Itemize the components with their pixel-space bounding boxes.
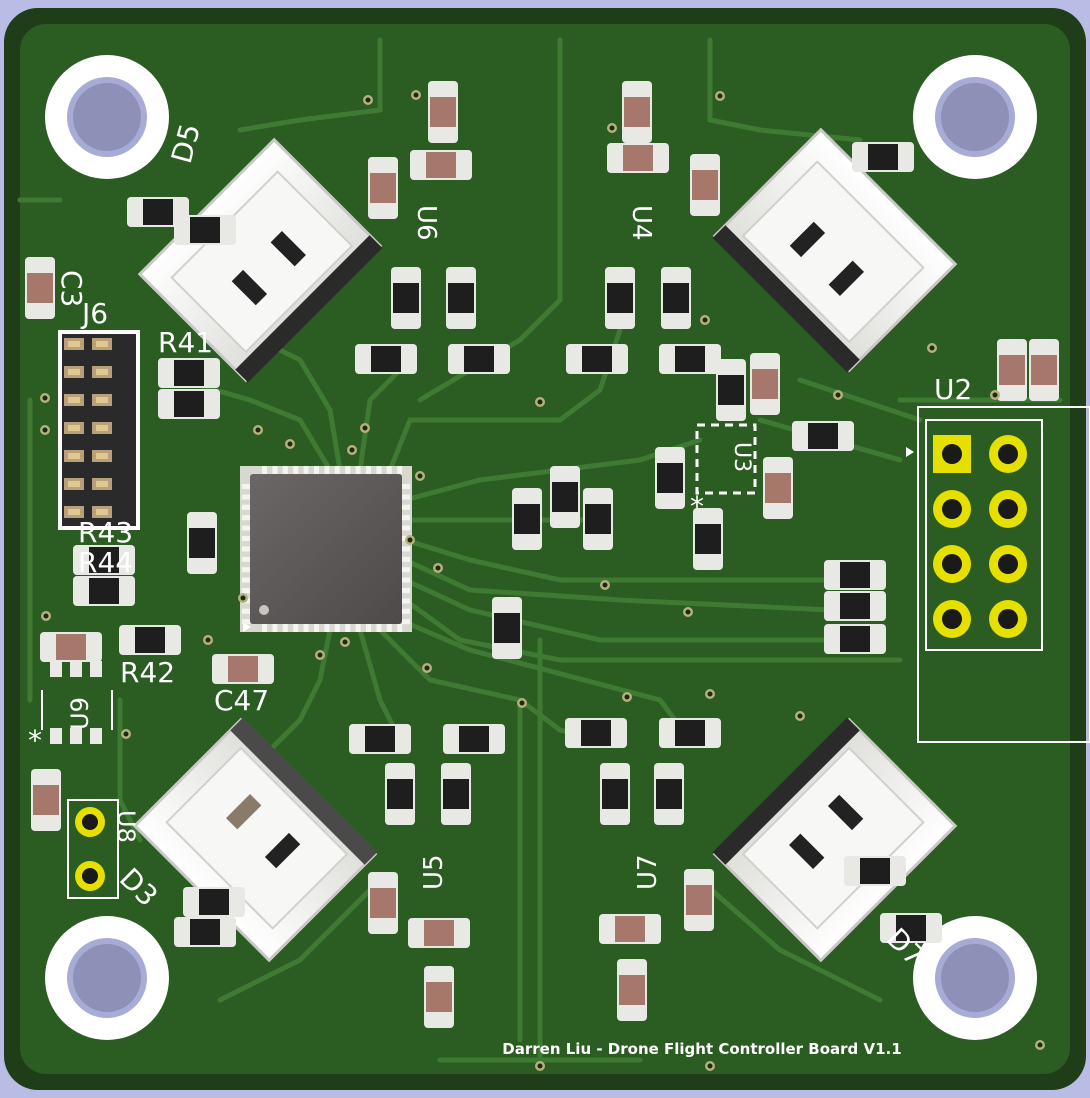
smd-part-36	[40, 632, 102, 662]
smd-part-7	[622, 81, 652, 143]
label-u6: U6	[411, 205, 441, 241]
smd-part-3	[391, 267, 421, 329]
header-u8	[67, 799, 119, 899]
smd-part-19	[693, 508, 723, 570]
smd-part-11	[661, 267, 691, 329]
label-r41: R41	[158, 326, 213, 359]
label-r43: R43	[78, 516, 133, 549]
smd-part-8	[607, 143, 669, 173]
u2-pins	[933, 435, 1027, 638]
j6-pins	[64, 338, 112, 518]
smd-part-25	[824, 591, 886, 621]
smd-part-55	[174, 917, 236, 947]
mcu-qfn-chip	[240, 466, 412, 632]
smd-part-18	[655, 447, 685, 509]
pin1-marker-u9: *	[28, 724, 42, 757]
label-r44: R44	[78, 546, 133, 579]
smd-part-4	[446, 267, 476, 329]
mounting-hole-bottom-left	[45, 916, 169, 1040]
label-u3: U3	[729, 442, 754, 472]
smd-part-29	[25, 257, 55, 319]
smd-part-28	[1029, 339, 1059, 401]
smd-part-49	[424, 966, 454, 1028]
smd-part-51	[617, 959, 647, 1021]
smd-part-37	[212, 654, 274, 684]
smd-part-42	[441, 763, 471, 825]
header-u2	[906, 406, 1090, 743]
smd-part-5	[355, 344, 417, 374]
smd-part-35	[119, 625, 181, 655]
smd-part-22	[583, 488, 613, 550]
label-r42: R42	[120, 656, 175, 689]
label-u4: U4	[626, 205, 656, 241]
smd-part-15	[750, 353, 780, 415]
smd-part-54	[174, 215, 236, 245]
smd-part-14	[716, 359, 746, 421]
smd-part-47	[368, 872, 398, 934]
motor-connector-bottom-right	[712, 717, 958, 963]
smd-part-0	[428, 81, 458, 143]
label-u9: U9	[66, 697, 94, 730]
mounting-hole-bottom-right	[913, 916, 1037, 1040]
smd-part-12	[566, 344, 628, 374]
smd-part-45	[600, 763, 630, 825]
smd-part-46	[654, 763, 684, 825]
u9-chip	[41, 661, 113, 744]
smd-part-41	[385, 763, 415, 825]
smd-part-1	[410, 150, 472, 180]
smd-part-16	[792, 421, 854, 451]
label-u5: U5	[419, 854, 449, 890]
smd-part-20	[550, 466, 580, 528]
smd-part-40	[443, 724, 505, 754]
smd-components	[25, 81, 1059, 1028]
smd-part-9	[690, 154, 720, 216]
smd-part-30	[158, 358, 220, 388]
smd-part-23	[492, 597, 522, 659]
label-u8: U8	[112, 810, 140, 843]
credit-text: Darren Liu - Drone Flight Controller Boa…	[502, 1040, 901, 1058]
smd-part-56	[183, 887, 245, 917]
label-j6: J6	[80, 297, 108, 330]
pin1-marker-u3: *	[690, 490, 704, 523]
smd-part-52	[684, 869, 714, 931]
smd-part-58	[880, 913, 942, 943]
smd-part-21	[512, 488, 542, 550]
smd-part-48	[408, 918, 470, 948]
smd-part-39	[349, 724, 411, 754]
smd-part-34	[73, 576, 135, 606]
label-c3: C3	[55, 270, 88, 307]
u3-chip	[695, 423, 757, 495]
smd-part-33	[73, 545, 135, 575]
smd-part-32	[187, 512, 217, 574]
mounting-hole-top-left	[45, 55, 169, 179]
mounting-hole-top-right	[913, 55, 1037, 179]
smd-part-10	[605, 267, 635, 329]
smd-part-24	[824, 560, 886, 590]
smd-part-44	[659, 718, 721, 748]
smd-part-57	[852, 142, 914, 172]
smd-part-2	[368, 157, 398, 219]
smd-part-17	[763, 457, 793, 519]
smd-part-59	[844, 856, 906, 886]
smd-part-43	[565, 718, 627, 748]
smd-part-38	[31, 769, 61, 831]
smd-part-27	[997, 339, 1027, 401]
smd-part-53	[127, 197, 189, 227]
smd-part-31	[158, 389, 220, 419]
vias	[40, 90, 1045, 1071]
label-u7: U7	[633, 854, 663, 890]
label-u2: U2	[934, 373, 972, 406]
smd-part-6	[448, 344, 510, 374]
label-c47: C47	[214, 684, 269, 717]
motor-connector-top-right	[712, 127, 958, 373]
smd-part-26	[824, 624, 886, 654]
smd-part-13	[659, 344, 721, 374]
smd-part-50	[599, 914, 661, 944]
motor-connector-bottom-left	[132, 717, 378, 963]
